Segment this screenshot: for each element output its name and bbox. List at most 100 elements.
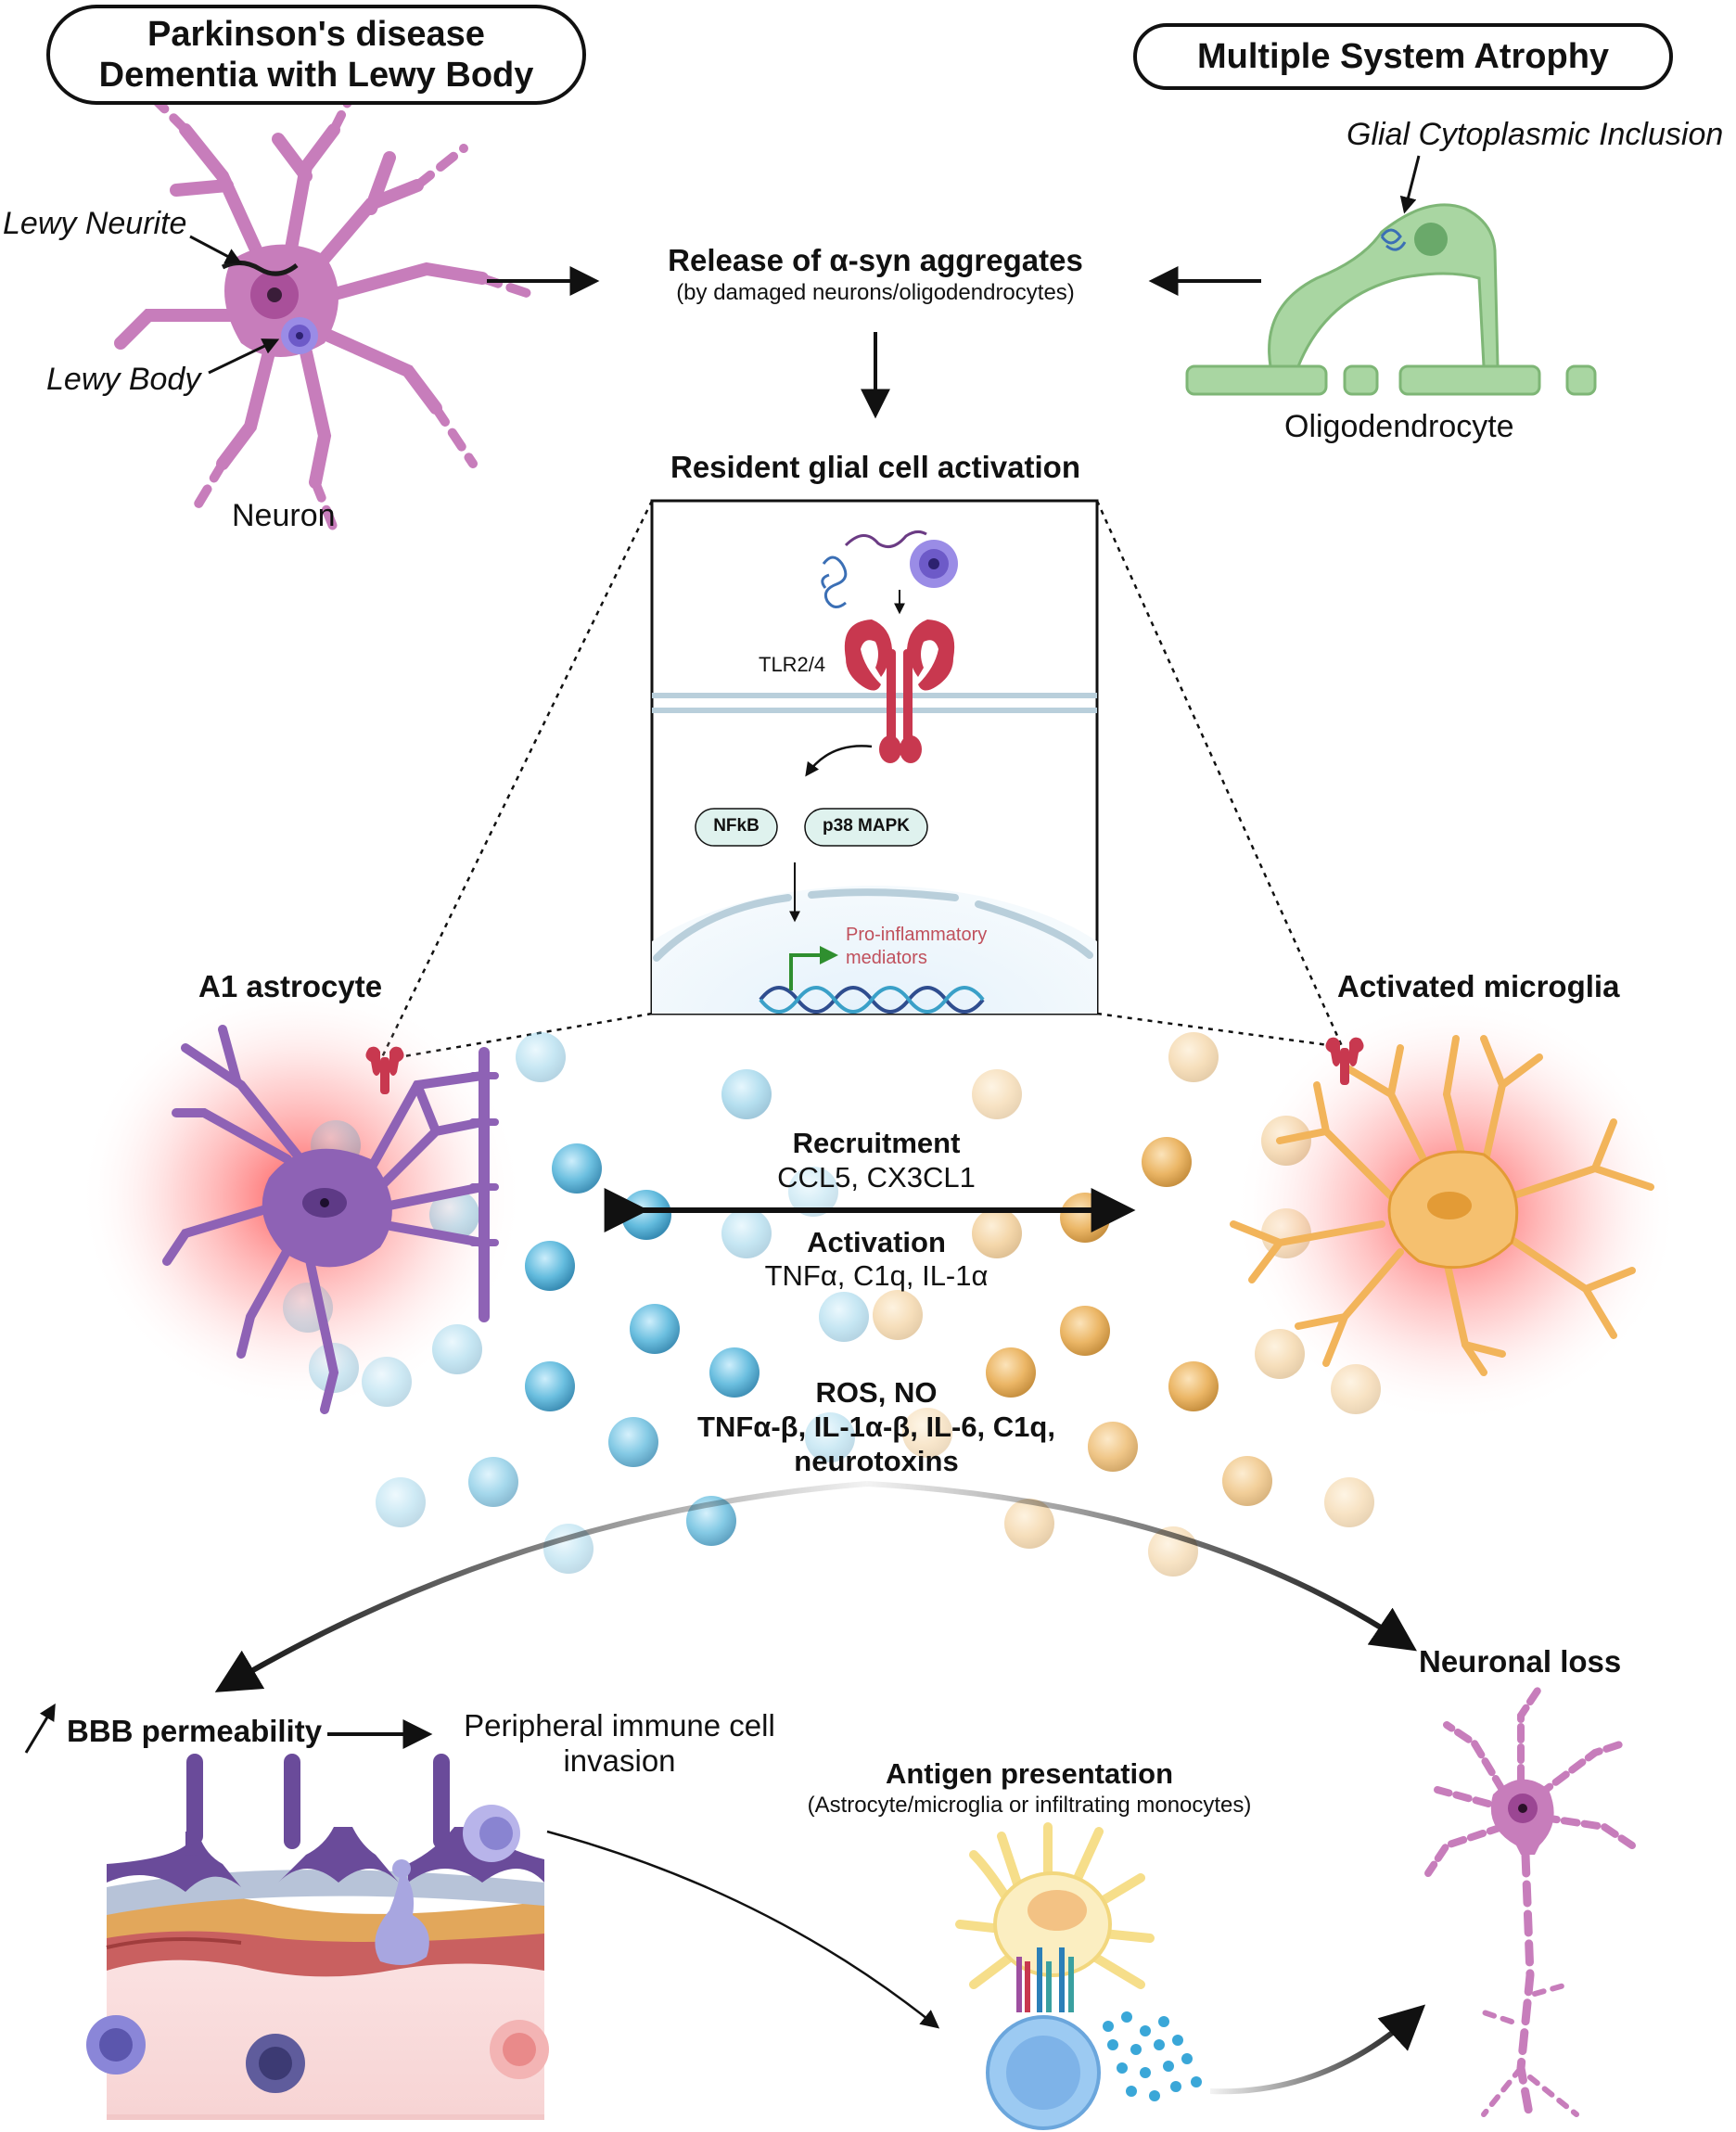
cytokine-dot [1149,2090,1160,2101]
mediators-line1: Pro-inflammatory [846,925,988,945]
cytokine-dots [1103,2011,1202,2101]
cytokine-dot [1130,2044,1142,2055]
neurotoxic-factors-label: ROS, NO TNFα-β, IL-1α-β, IL-6, C1q, neur… [594,1375,1159,1478]
cytokine-particle-blue [432,1324,482,1374]
microglia-receptor-icon [1325,1037,1364,1085]
antigen-subtitle: (Astrocyte/microglia or infiltrating mon… [807,1793,1252,1818]
cytokine-particle-orange [972,1069,1022,1119]
cytokine-particle-orange [1255,1329,1305,1379]
antigen-to-neuron-arrow [1209,2004,1426,2095]
left-title-line2: Dementia with Lewy Body [98,56,534,95]
cytokine-dot [1181,2053,1193,2064]
release-title: Release of α-syn aggregates [668,243,1083,277]
cytokine-particle-orange [1060,1193,1110,1243]
cytokine-particle-blue [621,1190,671,1240]
activation-sub: TNFα, C1q, IL-1α [764,1259,989,1292]
oligodendrocyte-label: Oligodendrocyte [1284,409,1514,444]
cytokine-particle-orange [1331,1364,1381,1414]
invasion-label: Peripheral immune cell invasion [443,1708,796,1779]
cytokine-particle-orange [1222,1456,1272,1506]
pd-dlb-title-pill: Parkinson's disease Dementia with Lewy B… [46,5,586,105]
recruitment-sub: CCL5, CX3CL1 [777,1161,976,1194]
neuronal-loss-label: Neuronal loss [1419,1644,1622,1679]
increase-arrow-icon [24,1703,56,1754]
lewy-neurite-label: Lewy Neurite [3,206,187,241]
gci-label: Glial Cytoplasmic Inclusion [1347,117,1724,152]
msa-title-pill: Multiple System Atrophy [1133,23,1673,90]
cytokine-particle-blue [362,1357,412,1407]
neuron-cell-icon [114,88,542,533]
microglia-label: Activated microglia [1337,969,1620,1003]
invasion-to-antigen-arrow [546,1830,940,2029]
antigen-presenting-cell-icon [955,1822,1155,2130]
cytokine-particle-blue [429,1190,479,1240]
invasion-line2: invasion [563,1743,676,1778]
cytokine-particle-blue [525,1361,575,1411]
cytokine-particle-blue [721,1069,772,1119]
signaling-inset [650,499,1099,1015]
cytokine-dot [1140,2067,1151,2078]
bbb-label: BBB permeability [67,1714,323,1748]
cytokine-dot [1163,2061,1174,2072]
cytokine-dot [1154,2039,1165,2050]
cytokine-dot [1117,2062,1128,2074]
cytokine-particle-orange [902,1408,952,1458]
peripheral-immune-cell-icon [463,1805,520,1862]
cytokine-particle-orange [1261,1208,1311,1258]
release-subtitle: (by damaged neurons/oligodendrocytes) [676,280,1075,305]
cytokine-particle-orange [873,1290,923,1340]
cytokine-particle-blue [525,1241,575,1291]
recruitment-label: Recruitment [792,1127,961,1159]
cytokine-particle-blue [819,1292,869,1342]
invasion-line1: Peripheral immune cell [464,1708,775,1743]
cytokine-dot [1172,2035,1183,2046]
cytokine-particle-blue [709,1347,760,1398]
glial-activation-label: Resident glial cell activation [670,450,1080,484]
cytokine-particle-orange [1324,1477,1374,1527]
cytokine-particle-blue [608,1417,658,1467]
gci-pointer [1399,155,1421,214]
cytokine-dot [1158,2016,1169,2027]
right-title: Multiple System Atrophy [1196,37,1610,76]
cytokine-particle-orange [1060,1306,1110,1356]
antigen-title: Antigen presentation [885,1757,1173,1790]
cytokine-particle-blue [468,1457,518,1507]
to-bbb-arrow [214,1481,868,1692]
cytokine-particle-orange [1004,1499,1054,1549]
cytokine-particle-orange [986,1347,1036,1398]
tlr-label: TLR2/4 [759,653,826,676]
lewy-body-label: Lewy Body [46,362,201,397]
ros-line3: neurotoxins [794,1445,959,1477]
mediators-label: Pro-inflammatory mediators [846,924,987,970]
activation-label: Activation [807,1226,946,1258]
cytokine-particle-orange [1088,1422,1138,1472]
ros-line1: ROS, NO [815,1376,938,1409]
cytokine-particle-blue [516,1032,566,1082]
astrocyte-cell-icon [162,1025,499,1414]
cytokine-dot [1103,2021,1114,2032]
zoom-guide-lines [380,500,1344,1059]
astrocyte-label: A1 astrocyte [198,969,383,1003]
bbb-vessel-illustration [86,1754,549,2120]
nfkb-label: NFkB [713,816,760,836]
cytokine-dot [1170,2081,1181,2092]
ros-line2: TNFα-β, IL-1α-β, IL-6, C1q, [697,1411,1055,1443]
cytokine-particle-blue [552,1143,602,1194]
left-title-line1: Parkinson's disease [147,15,485,54]
lewy-neurite-pointer [189,235,243,264]
lewy-body-pointer [208,338,280,375]
cytokine-particle-orange [1168,1032,1219,1082]
cytokine-particle-blue [630,1304,680,1354]
cytokine-particle-blue [805,1412,855,1462]
degenerating-neuron-icon [1424,1684,1636,2124]
neuron-label: Neuron [232,498,336,533]
astrocyte-soma [262,1148,392,1268]
cytokine-particle-blue [376,1477,426,1527]
to-neuronal-loss-arrow [866,1481,1417,1652]
cytokine-particle-orange [1142,1137,1192,1187]
cytokine-dot [1107,2039,1118,2050]
astrocyte-receptor-icon [365,1046,404,1094]
p38-label: p38 MAPK [823,816,910,836]
oligodendrocyte-cell-icon [1185,203,1597,396]
